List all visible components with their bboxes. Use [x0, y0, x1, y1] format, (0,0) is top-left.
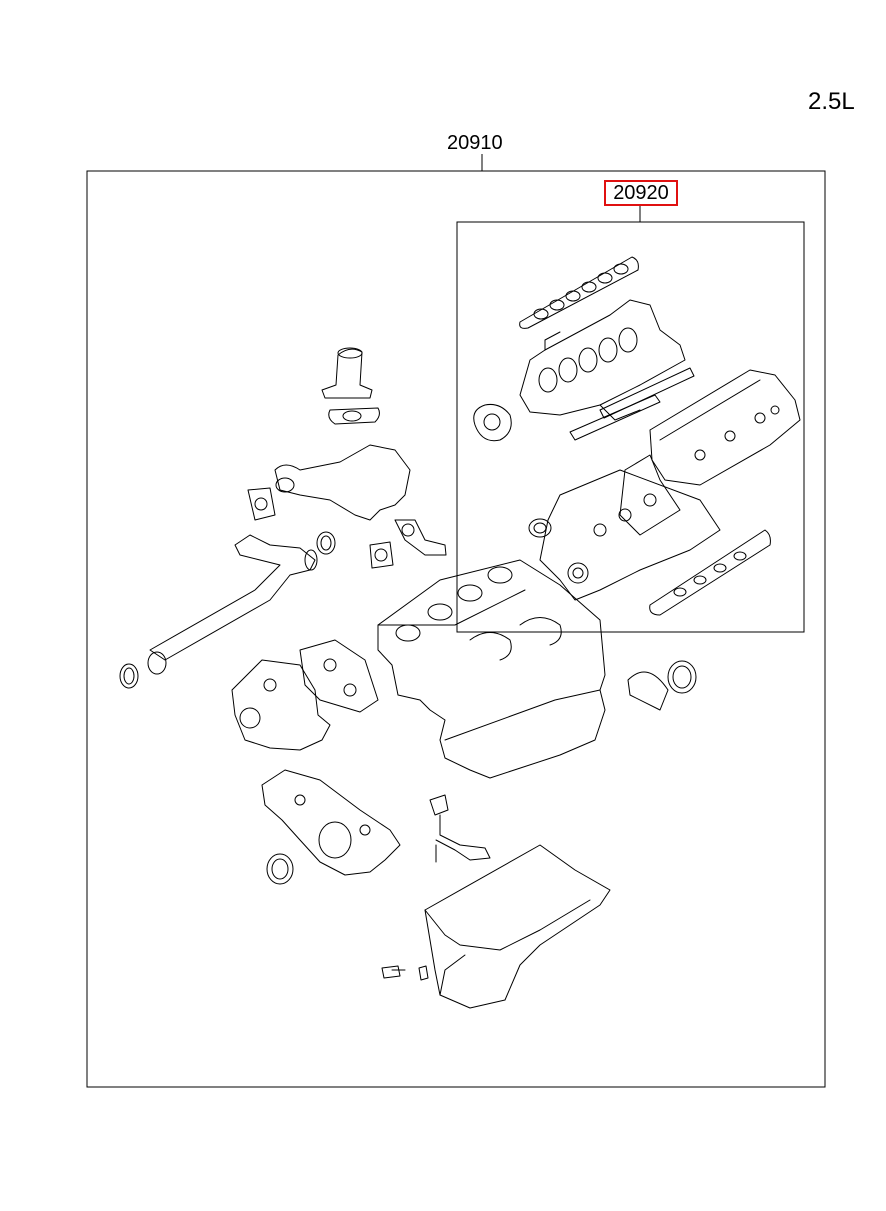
water-outlet-gasket [329, 408, 380, 424]
engine-displacement-label: 2.5L [808, 88, 855, 115]
crankshaft-front-seal [267, 854, 293, 884]
intake-manifold [520, 300, 685, 420]
oil-strainer [430, 795, 490, 862]
cylinder-head-valve-cover [620, 370, 800, 535]
inner-kit-frame [457, 222, 804, 632]
water-outlet-fitting [322, 348, 372, 398]
intake-manifold-gasket [520, 257, 639, 328]
pipe-o-ring [120, 664, 138, 688]
plenum-gaskets [570, 368, 694, 440]
outer-kit-frame [87, 171, 825, 1087]
drain-plug-and-bolt [382, 966, 428, 980]
coolant-manifold [275, 445, 446, 555]
engine-block [378, 560, 605, 778]
oil-pump [262, 770, 400, 875]
upper-gasket-set-part-number[interactable]: 20920 [604, 180, 678, 206]
overhaul-gasket-kit-part-number[interactable]: 20910 [447, 132, 503, 154]
rear-main-seal-retainer [628, 661, 696, 710]
manifold-flange-gaskets [248, 488, 393, 568]
cylinder-head [540, 470, 720, 600]
timing-chain-cover [232, 660, 330, 750]
oil-pan [425, 845, 610, 1008]
throttle-body-gasket [474, 404, 512, 440]
water-pump-gasket [300, 640, 378, 712]
water-bypass-pipe [148, 535, 317, 674]
camshaft-oil-seal [529, 519, 551, 537]
cylinder-head-gasket [650, 530, 771, 615]
